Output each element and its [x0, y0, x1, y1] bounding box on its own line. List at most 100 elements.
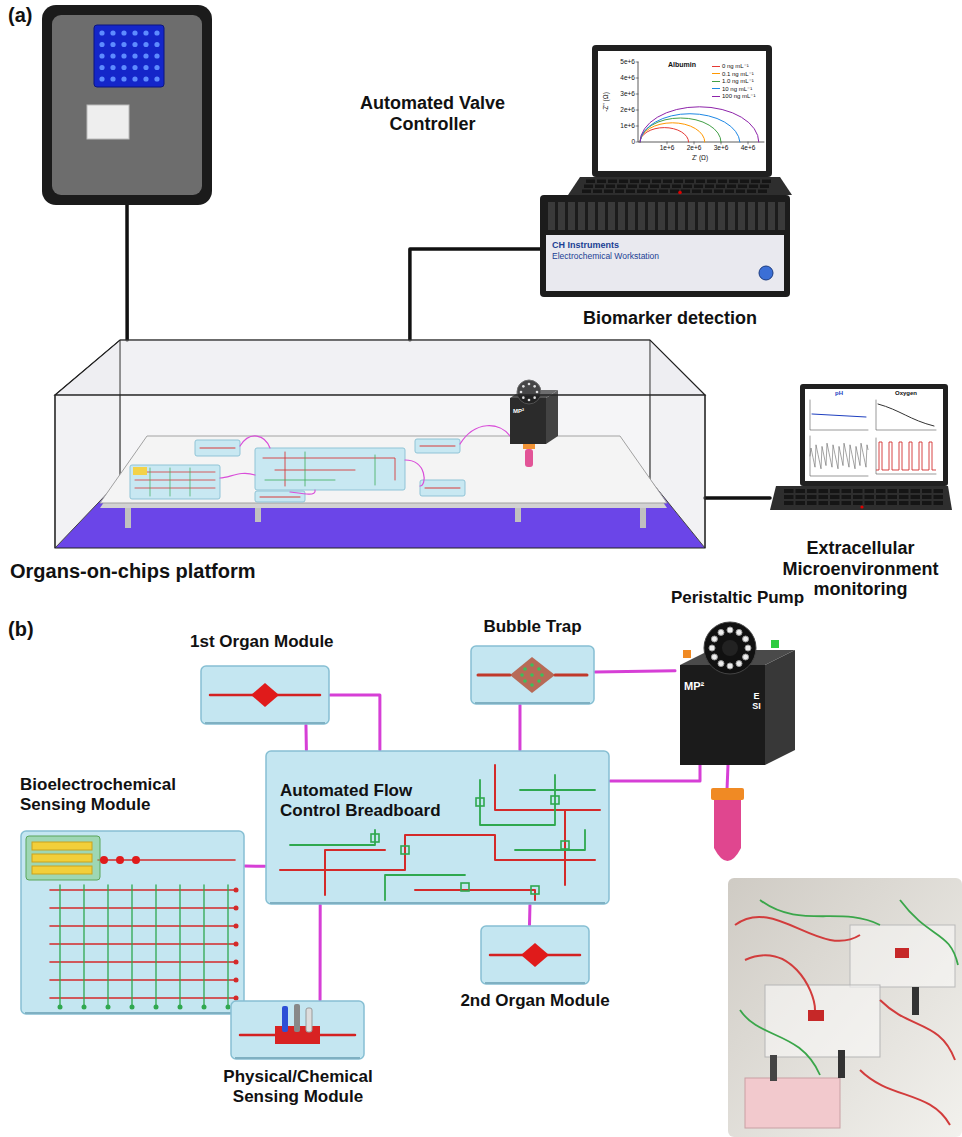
key — [683, 185, 692, 189]
vent-slot — [688, 202, 695, 230]
roller — [727, 663, 733, 669]
led-dot — [110, 76, 115, 81]
vent-slot — [618, 202, 625, 230]
key — [659, 190, 668, 194]
key — [830, 489, 840, 493]
legend-text: 0.1 ng mL⁻¹ — [722, 71, 754, 77]
component-label: Automated Valve Controller — [350, 93, 515, 134]
key — [716, 185, 725, 189]
controller-housing — [42, 5, 212, 205]
trap-pillar — [537, 667, 541, 671]
component-node: 1st Organ Module — [200, 665, 330, 725]
key — [934, 501, 944, 505]
track-point — [678, 191, 682, 195]
roller — [727, 627, 733, 633]
key — [853, 495, 863, 499]
label-slot: Peristaltic Pump — [655, 588, 820, 608]
photo-tube — [860, 1070, 950, 1125]
key — [597, 180, 606, 184]
figure-label: 2e+6 — [687, 144, 702, 151]
key — [672, 185, 681, 189]
key — [747, 190, 756, 194]
chip-tile — [266, 751, 609, 904]
key — [807, 495, 817, 499]
chip-tile — [201, 666, 329, 724]
led-dot — [154, 53, 159, 58]
vent-slot — [748, 202, 755, 230]
valve — [461, 883, 469, 891]
key — [911, 495, 921, 499]
vent-slot — [568, 202, 575, 230]
label-slot: Biomarker detection — [550, 308, 790, 329]
legend-line — [712, 66, 720, 67]
component-shape — [20, 830, 245, 1015]
key — [692, 190, 701, 194]
roller — [709, 645, 715, 651]
trap-pillar — [530, 683, 534, 687]
label-slot: 2e+6 — [620, 106, 635, 113]
key — [736, 190, 745, 194]
channel — [478, 674, 587, 677]
key — [584, 185, 593, 189]
key — [714, 190, 723, 194]
ph-trace — [812, 414, 866, 417]
label-slot: 2e+6 — [687, 144, 702, 151]
legend-row: 1.0 ng mL⁻¹ — [712, 78, 756, 86]
key — [819, 489, 829, 493]
component-label: Automated Flow Control Breadboard — [277, 780, 467, 821]
label-slot: Albumin — [668, 61, 696, 69]
photo-tube — [880, 1000, 955, 1060]
figure-label: Z' (Ω) — [692, 154, 708, 161]
legend-text: 1.0 ng mL⁻¹ — [722, 78, 754, 84]
laptop-screen — [598, 51, 766, 171]
flow-channel — [325, 850, 385, 895]
vent-slot — [608, 202, 615, 230]
fluid-tube — [595, 671, 675, 672]
vent-slot — [718, 202, 725, 230]
trap-pillar — [523, 667, 527, 671]
vent-slot — [558, 202, 565, 230]
axis-tick — [636, 110, 638, 111]
key — [582, 190, 591, 194]
key — [718, 180, 727, 184]
vent-slot — [778, 202, 785, 230]
nyquist-curve — [640, 107, 759, 142]
plot-axis — [876, 438, 936, 474]
fluid-tube — [610, 765, 700, 781]
label-slot: (b) — [8, 618, 34, 641]
led-dot — [99, 53, 104, 58]
flow-channel — [50, 889, 235, 891]
axis-tick — [636, 142, 638, 143]
noise-trace — [810, 443, 868, 469]
component-label: Bubble Trap — [465, 617, 600, 637]
component-node: Automated Flow Control Breadboard — [265, 750, 610, 905]
key — [703, 190, 712, 194]
legend-text: 100 ng mL⁻¹ — [722, 93, 756, 99]
led-dot — [143, 76, 148, 81]
gold-electrode — [32, 866, 92, 874]
key — [738, 185, 747, 189]
port — [106, 1005, 111, 1010]
label-slot: CH Instruments — [552, 240, 619, 250]
port — [178, 1005, 183, 1010]
key — [652, 180, 661, 184]
vent-slot — [768, 202, 775, 230]
signal-cable — [410, 249, 540, 340]
key — [727, 185, 736, 189]
component-shape — [675, 620, 800, 765]
control-channel — [480, 775, 555, 825]
key — [663, 180, 672, 184]
label-slot: -Z'' (Ω) — [602, 92, 609, 112]
key — [888, 489, 898, 493]
chip-edge — [205, 722, 325, 724]
key — [784, 489, 794, 493]
roller — [743, 636, 749, 642]
port — [82, 1005, 87, 1010]
led-dot — [132, 42, 137, 47]
acrylic-plate — [850, 925, 955, 987]
key — [608, 180, 617, 184]
led-dot — [110, 53, 115, 58]
legend-text: 10 ng mL⁻¹ — [722, 86, 752, 92]
key — [696, 180, 705, 184]
key — [830, 495, 840, 499]
